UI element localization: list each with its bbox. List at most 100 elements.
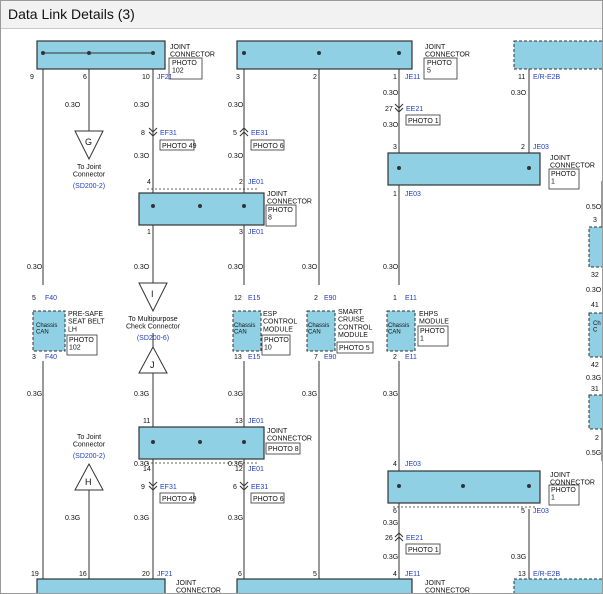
ref-triangle-j[interactable]: J xyxy=(138,345,168,374)
wire-gauge: 0.5O xyxy=(586,204,602,211)
wire-gauge: 0.3G xyxy=(228,461,243,468)
pin-label: 5 xyxy=(313,571,317,578)
photo-box xyxy=(336,341,374,354)
ref-letter: I xyxy=(151,289,154,299)
inline-photo: PHOTO 1 xyxy=(408,118,439,125)
pin-label: 7 xyxy=(314,354,318,361)
wire-gauge: 0.3G xyxy=(134,461,149,468)
connector-code: JE11 xyxy=(405,74,421,81)
pin-label: 6 xyxy=(83,74,87,81)
connector-code: E11 xyxy=(405,295,417,302)
connector-code: E/R-E2B xyxy=(533,571,561,578)
pin-label: 32 xyxy=(591,272,599,279)
connector-code: EE21 xyxy=(406,106,423,113)
wire-gauge: 0.3O xyxy=(586,287,602,294)
pin-label: 1 xyxy=(147,229,151,236)
module-right-partial-can xyxy=(588,312,602,358)
pin-label: 11 xyxy=(518,74,525,81)
photo-box xyxy=(250,492,285,504)
wire-gauge: 0.3O xyxy=(134,153,150,160)
photo-box xyxy=(548,168,580,190)
wire-gauge: 0.3G xyxy=(134,391,149,398)
inline-photo: PHOTO 49 xyxy=(162,143,197,150)
pin-label: 13 xyxy=(518,571,526,578)
module-body xyxy=(32,310,66,352)
module-right-partial-lower xyxy=(588,394,602,430)
pin-and-wire-labels: 9 6 10 JF21 3 2 1 JE11 11 E/R-E2B 0.3O 0… xyxy=(27,74,602,578)
pin-label: 3 xyxy=(236,74,240,81)
pin-label: 13 xyxy=(235,418,243,425)
connector-body xyxy=(36,40,166,70)
wire-gauge: 0.3G xyxy=(228,515,243,522)
pin-label: 3 xyxy=(593,217,597,224)
ref-letter: G xyxy=(85,137,92,147)
joint-connector-top-right xyxy=(513,40,602,70)
connector-code: EE21 xyxy=(406,535,423,542)
photo-box xyxy=(168,57,203,80)
inline-connector-ee31-lower: 6 EE31 PHOTO 6 xyxy=(233,481,285,504)
connector-body xyxy=(236,40,413,70)
photo-box xyxy=(159,139,195,151)
connector-code: JF21 xyxy=(157,74,173,81)
ref-letter: J xyxy=(150,360,155,370)
pin-label: 11 xyxy=(143,418,150,425)
pin-label: 2 xyxy=(595,435,599,442)
wire-gauge: 0.3G xyxy=(228,391,243,398)
photo-box xyxy=(261,334,291,356)
connector-code: E15 xyxy=(248,295,261,302)
pin-label: 20 xyxy=(142,571,150,578)
photo-box xyxy=(265,442,301,455)
pin-label: 2 xyxy=(314,295,318,302)
inline-connector-ef31-upper: 8 EF31 PHOTO 49 xyxy=(141,127,197,151)
wire-gauge: 0.3O xyxy=(228,264,244,271)
pin-label: 3 xyxy=(32,354,36,361)
connector-code: JE03 xyxy=(533,144,549,151)
wire-gauge: 0.3G xyxy=(65,515,80,522)
connector-photo: PHOTO 8 xyxy=(268,446,299,453)
module-photo: PHOTO 5 xyxy=(339,345,370,352)
pin-label: 42 xyxy=(591,362,599,369)
pin-label: 2 xyxy=(393,354,397,361)
connector-code: JE01 xyxy=(248,418,264,425)
pin-label: 13 xyxy=(234,354,242,361)
connector-code: JE03 xyxy=(405,461,421,468)
photo-box xyxy=(159,492,195,504)
connector-code: JE03 xyxy=(533,508,549,515)
wire-gauge: 0.3O xyxy=(511,90,527,97)
wire-gauge: 0.3O xyxy=(228,102,244,109)
pin-label: 4 xyxy=(393,461,397,468)
inline-connector-ee31-upper: 5 EE31 PHOTO 6 xyxy=(233,127,285,151)
pin-label: 6 xyxy=(238,571,242,578)
pin-label: 2 xyxy=(239,179,243,186)
connector-code: E90 xyxy=(324,295,337,302)
inline-photo: PHOTO 6 xyxy=(253,143,284,150)
pin-label: 1 xyxy=(393,295,397,302)
wire-gauge: 0.3G xyxy=(383,391,398,398)
pin-label: 5 xyxy=(233,130,237,137)
